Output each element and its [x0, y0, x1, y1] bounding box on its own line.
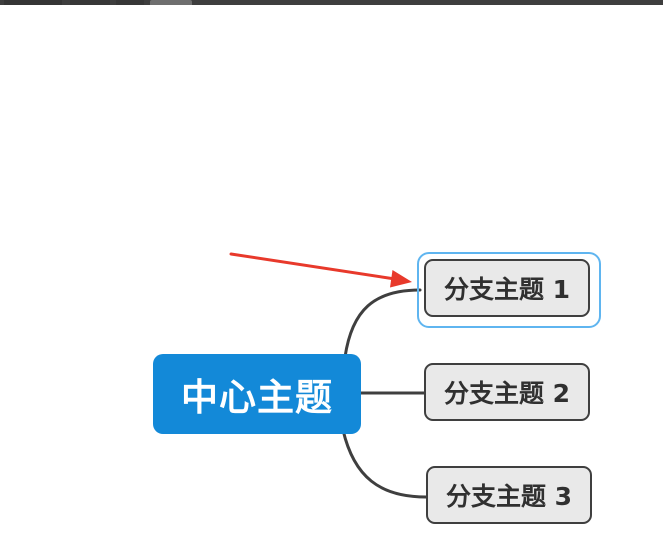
red-arrow-head-icon: [390, 270, 412, 288]
cutoff-tab-text: [70, 0, 110, 5]
mindmap-canvas[interactable]: 中心主题 分支主题 1 分支主题 2 分支主题 3: [0, 5, 663, 533]
branch-topic-2-node[interactable]: 分支主题 2: [424, 363, 590, 421]
cutoff-tab-text: [4, 0, 62, 5]
red-arrow-shaft: [229, 252, 397, 281]
cutoff-tab-text: [116, 0, 144, 5]
central-topic-node[interactable]: 中心主题: [153, 354, 361, 434]
connector-central-to-branch-3: [341, 428, 428, 499]
branch-topic-1-node[interactable]: 分支主题 1: [424, 259, 590, 317]
window-top-edge: [0, 0, 663, 5]
branch-topic-3-node[interactable]: 分支主题 3: [426, 466, 592, 524]
connector-central-to-branch-1: [343, 288, 422, 359]
cutoff-tab-highlight: [150, 0, 192, 5]
